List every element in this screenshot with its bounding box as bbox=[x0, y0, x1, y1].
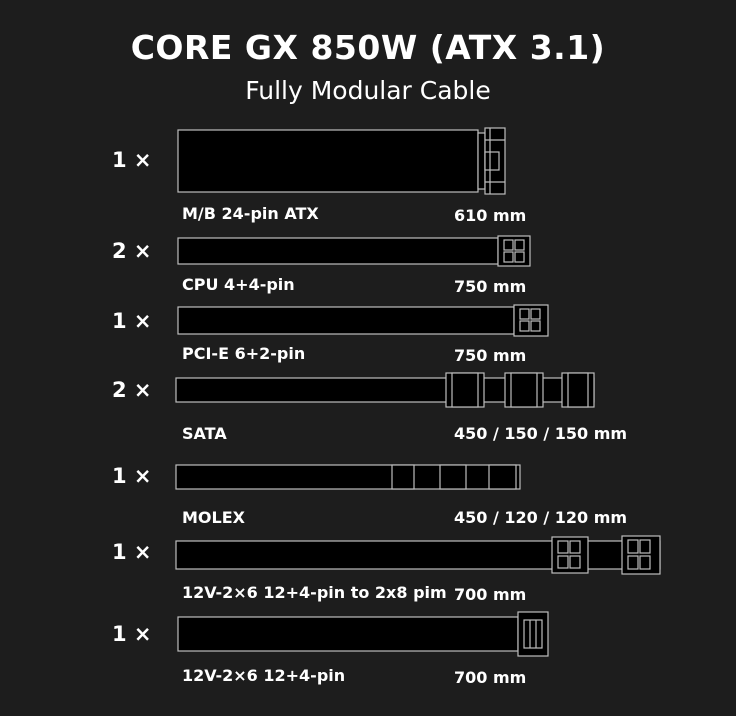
cable-length-12v2x6-2x8: 700 mm bbox=[454, 585, 527, 604]
cable-qty-molex: 1 × bbox=[112, 464, 152, 488]
cable-length-sata: 450 / 150 / 150 mm bbox=[454, 424, 628, 443]
atx-24pin-connector-illustration bbox=[177, 127, 506, 195]
cable-length-atx24: 610 mm bbox=[454, 206, 527, 225]
molex-connector-illustration bbox=[175, 464, 521, 490]
cpu-4plus4-connector-illustration bbox=[177, 235, 531, 267]
cable-length-12v2x6: 700 mm bbox=[454, 668, 527, 687]
cable-qty-12v2x6-2x8: 1 × bbox=[112, 540, 152, 564]
12v-2x6-connector-illustration bbox=[177, 611, 549, 657]
cable-name-sata: SATA bbox=[182, 424, 227, 443]
cable-name-12v2x6-2x8: 12V-2×6 12+4-pin to 2x8 pim bbox=[182, 583, 447, 602]
cable-name-molex: MOLEX bbox=[182, 508, 245, 527]
cable-qty-12v2x6: 1 × bbox=[112, 622, 152, 646]
sata-connector-illustration bbox=[175, 372, 595, 408]
page-title: CORE GX 850W (ATX 3.1) bbox=[130, 28, 606, 67]
cable-name-atx24: M/B 24-pin ATX bbox=[182, 204, 319, 223]
cable-length-pcie: 750 mm bbox=[454, 346, 527, 365]
cable-qty-atx24: 1 × bbox=[112, 148, 152, 172]
pcie-6plus2-connector-illustration bbox=[177, 304, 549, 337]
cable-length-molex: 450 / 120 / 120 mm bbox=[454, 508, 628, 527]
cable-qty-pcie: 1 × bbox=[112, 309, 152, 333]
page-subtitle: Fully Modular Cable bbox=[245, 76, 491, 105]
cable-qty-sata: 2 × bbox=[112, 378, 152, 402]
12v-2x6-to-2x8-connector-illustration bbox=[175, 535, 661, 575]
cable-qty-cpu: 2 × bbox=[112, 239, 152, 263]
cable-name-pcie: PCI-E 6+2-pin bbox=[182, 344, 306, 363]
cable-name-cpu: CPU 4+4-pin bbox=[182, 275, 295, 294]
cable-length-cpu: 750 mm bbox=[454, 277, 527, 296]
cable-name-12v2x6: 12V-2×6 12+4-pin bbox=[182, 666, 346, 685]
